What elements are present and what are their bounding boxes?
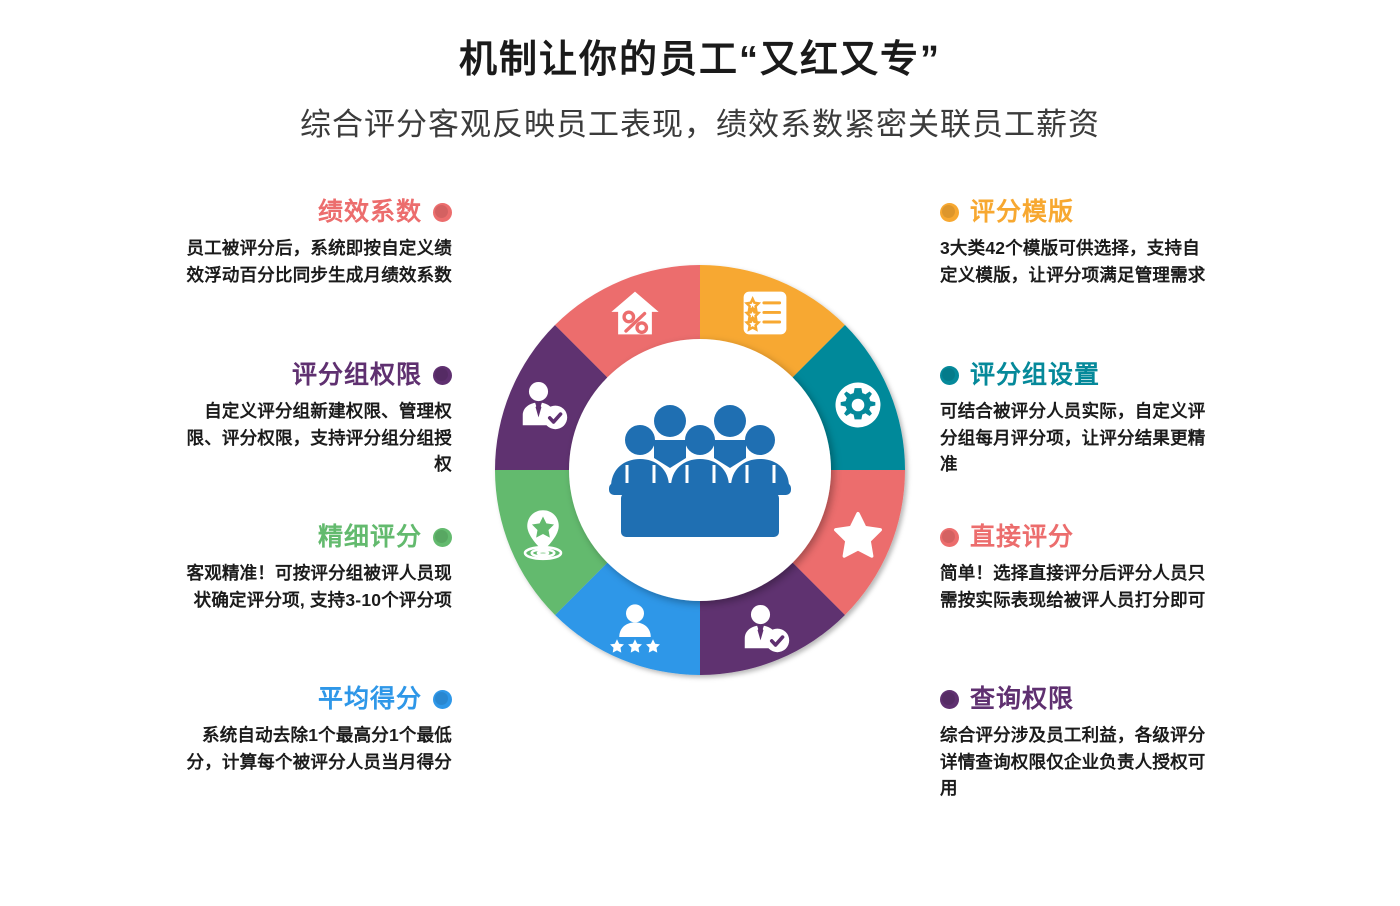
block-description: 系统自动去除1个最高分1个最低分，计算每个被评分人员当月得分	[186, 725, 452, 772]
block-description: 可结合被评分人员实际，自定义评分组每月评分项，让评分结果更精准	[940, 401, 1206, 475]
dot-group-settings	[940, 366, 959, 385]
block-title: 评分组权限	[291, 361, 422, 389]
header: 机制让你的员工“又红又专” 综合评分客观反映员工表现，绩效系数紧密关联员工薪资	[0, 0, 1400, 143]
block-header: 评分模版	[940, 200, 1210, 225]
block-header: 平均得分	[182, 687, 452, 712]
block-description: 综合评分涉及员工利益，各级评分详情查询权限仅企业负责人授权可用	[940, 725, 1206, 799]
dot-direct-scoring	[940, 528, 959, 547]
feature-block-query-permission: 查询权限 综合评分涉及员工利益，各级评分详情查询权限仅企业负责人授权可用	[940, 687, 1210, 802]
block-title: 评分模版	[970, 198, 1075, 226]
feature-block-group-settings: 评分组设置 可结合被评分人员实际，自定义评分组每月评分项，让评分结果更精准	[940, 363, 1210, 478]
feature-block-group-permission: 评分组权限 自定义评分组新建权限、管理权限、评分权限，支持评分组分组授权	[182, 363, 452, 478]
block-description: 员工被评分后，系统即按自定义绩效浮动百分比同步生成月绩效系数	[186, 238, 452, 285]
block-title: 直接评分	[970, 523, 1075, 551]
block-description: 3大类42个模版可供选择，支持自定义模版，让评分项满足管理需求	[940, 238, 1206, 285]
segment-query-permission[interactable]	[700, 560, 845, 675]
block-header: 精细评分	[182, 525, 452, 550]
dot-scoring-template	[940, 203, 959, 222]
block-title: 查询权限	[970, 685, 1075, 713]
block-title: 平均得分	[317, 685, 422, 713]
block-header: 评分组设置	[940, 363, 1210, 388]
dot-query-permission	[940, 690, 959, 709]
people-panel-icon	[609, 405, 791, 537]
donut-wheel	[472, 242, 928, 698]
block-description: 自定义评分组新建权限、管理权限、评分权限，支持评分组分组授权	[186, 401, 452, 475]
feature-block-fine-grained-scoring: 精细评分 客观精准！可按评分组被评人员现状确定评分项, 支持3-10个评分项	[182, 525, 452, 613]
feature-block-scoring-template: 评分模版 3大类42个模版可供选择，支持自定义模版，让评分项满足管理需求	[940, 200, 1210, 288]
dot-performance-coefficient	[433, 203, 452, 222]
block-header: 评分组权限	[182, 363, 452, 388]
block-header: 查询权限	[940, 687, 1210, 712]
block-header: 绩效系数	[182, 200, 452, 225]
dot-fine-grained-scoring	[433, 528, 452, 547]
page-subtitle: 综合评分客观反映员工表现，绩效系数紧密关联员工薪资	[300, 106, 1100, 142]
block-title: 绩效系数	[317, 198, 422, 226]
feature-block-direct-scoring: 直接评分 简单！选择直接评分后评分人员只需按实际表现给被评人员打分即可	[940, 525, 1210, 613]
block-description: 客观精准！可按评分组被评人员现状确定评分项, 支持3-10个评分项	[186, 563, 452, 610]
feature-block-performance-coefficient: 绩效系数 员工被评分后，系统即按自定义绩效浮动百分比同步生成月绩效系数	[182, 200, 452, 288]
page-title: 机制让你的员工“又红又专”	[458, 39, 941, 81]
block-header: 直接评分	[940, 525, 1210, 550]
block-title: 精细评分	[317, 523, 422, 551]
block-title: 评分组设置	[970, 361, 1101, 389]
feature-block-average-score: 平均得分 系统自动去除1个最高分1个最低分，计算每个被评分人员当月得分	[182, 687, 452, 775]
dot-average-score	[433, 690, 452, 709]
dot-group-permission	[433, 366, 452, 385]
segment-group-permission[interactable]	[495, 325, 610, 470]
block-description: 简单！选择直接评分后评分人员只需按实际表现给被评人员打分即可	[940, 563, 1206, 610]
